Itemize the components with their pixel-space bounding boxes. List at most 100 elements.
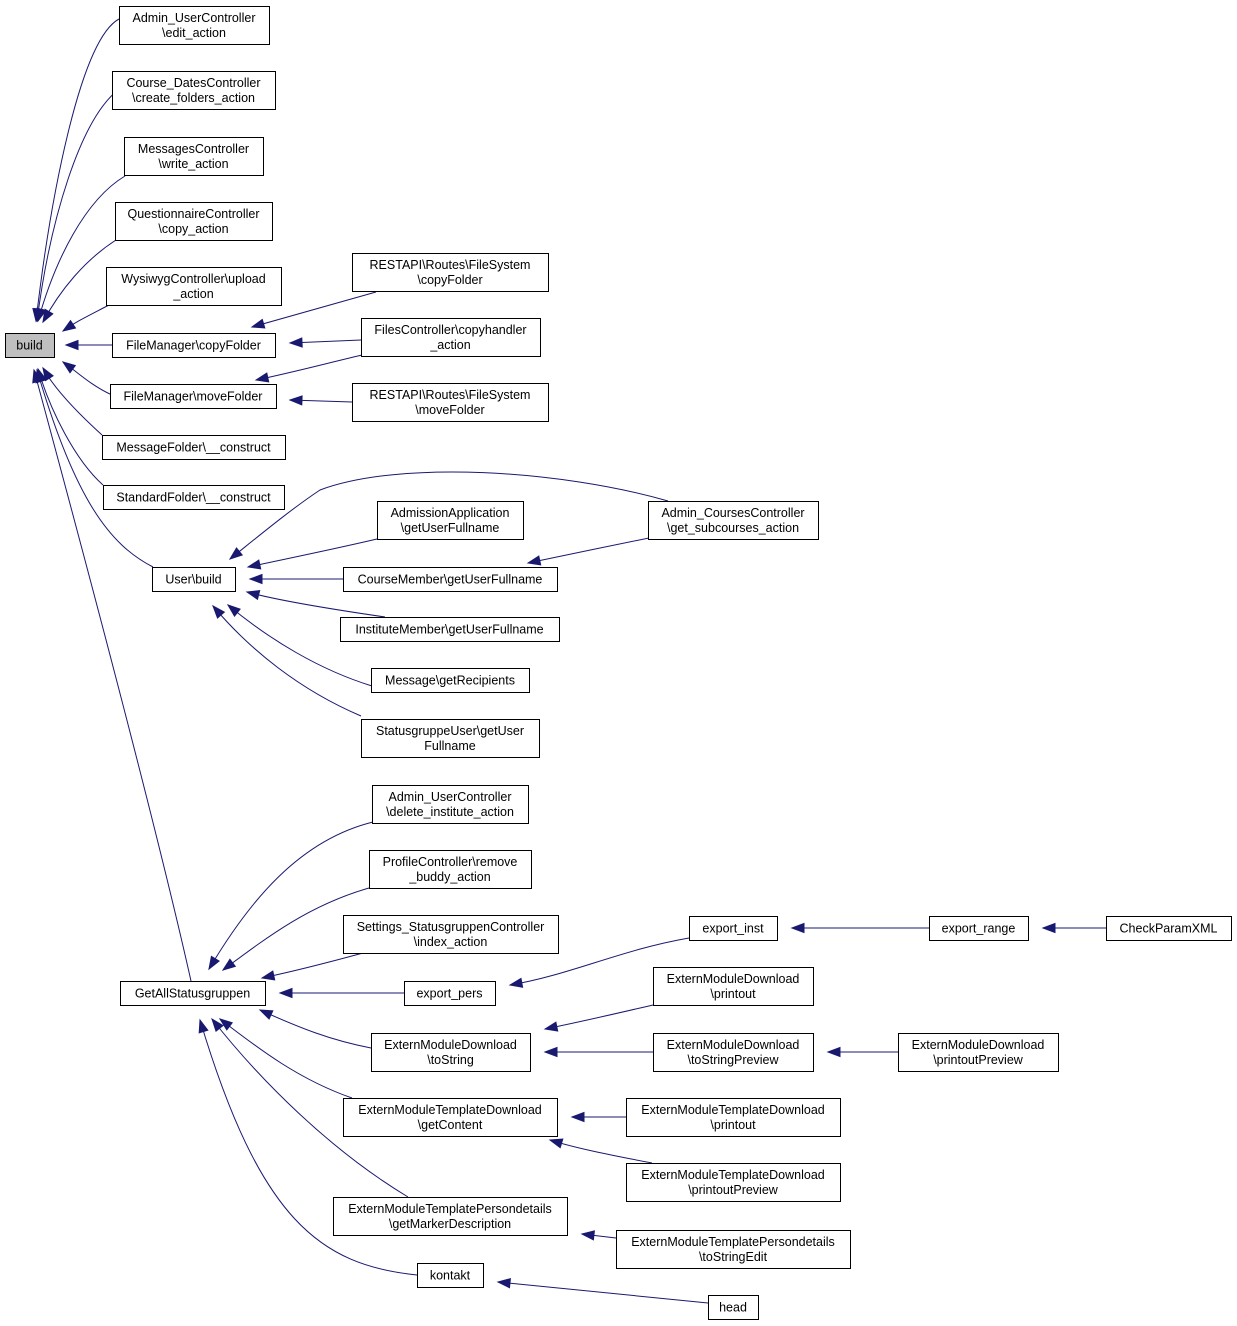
node-getall[interactable]: GetAllStatusgruppen (120, 981, 266, 1006)
node-box (417, 1263, 484, 1288)
node-emtp_tostringedit[interactable]: ExternModuleTemplatePersondetails\toStri… (616, 1230, 851, 1269)
arrowhead-statusgruppeuser-to-user_build (212, 604, 226, 619)
node-emtd_printoutpreview[interactable]: ExternModuleTemplateDownload\printoutPre… (626, 1163, 841, 1202)
node-build[interactable]: build (5, 333, 55, 358)
node-profile_remove[interactable]: ProfileController\remove_buddy_action (369, 850, 532, 889)
edge-admission-to-user_build (247, 538, 378, 568)
node-label-line: FilesController\copyhandler (374, 323, 526, 337)
node-box (648, 501, 819, 540)
node-emd_printout[interactable]: ExternModuleDownload\printout (653, 967, 814, 1006)
node-files_copyhandler[interactable]: FilesController\copyhandler_action (361, 318, 541, 357)
edge-messages_write-to-build (37, 175, 126, 322)
node-box (708, 1295, 759, 1320)
arrowhead-questionnaire_copy-to-build (42, 308, 54, 324)
node-label-line: \getUserFullname (401, 521, 500, 535)
node-statusgruppeuser[interactable]: StatusgruppeUser\getUserFullname (361, 719, 540, 758)
edge-emtp_getmarker-to-getall (211, 1018, 409, 1198)
node-messages_write[interactable]: MessagesController\write_action (124, 137, 264, 176)
edge-settings_status-to-getall (261, 952, 364, 979)
arrowhead-institutemember-to-user_build (245, 590, 261, 601)
node-kontakt[interactable]: kontakt (417, 1263, 484, 1288)
node-box (371, 1033, 531, 1072)
arrowhead-admin_user_delete-to-getall (208, 955, 220, 971)
node-box (103, 485, 285, 510)
node-emd_tostringpreview[interactable]: ExternModuleDownload\toStringPreview (653, 1033, 814, 1072)
node-label-line: StandardFolder\__construct (116, 491, 271, 505)
node-box (120, 981, 266, 1006)
node-admin_courses[interactable]: Admin_CoursesController\get_subcourses_a… (648, 501, 819, 540)
node-label-line: FileManager\moveFolder (124, 390, 263, 404)
node-box (377, 501, 524, 540)
node-label-line: CourseMember\getUserFullname (358, 573, 543, 587)
node-label-line: ExternModuleTemplatePersondetails (348, 1202, 552, 1216)
node-label-line: \index_action (414, 935, 488, 949)
node-course_dates[interactable]: Course_DatesController\create_folders_ac… (112, 71, 276, 110)
node-label-line: RESTAPI\Routes\FileSystem (370, 258, 531, 272)
node-box (1106, 916, 1232, 941)
node-stdfolder[interactable]: StandardFolder\__construct (103, 485, 285, 510)
node-label-line: _buddy_action (408, 870, 490, 884)
node-label-line: ExternModuleTemplateDownload (641, 1103, 824, 1117)
node-emd_printoutpreview[interactable]: ExternModuleDownload\printoutPreview (898, 1033, 1059, 1072)
node-box (404, 981, 496, 1006)
node-box (898, 1033, 1059, 1072)
node-settings_status[interactable]: Settings_StatusgruppenController\index_a… (343, 915, 559, 954)
node-emtd_printout[interactable]: ExternModuleTemplateDownload\printout (626, 1098, 841, 1137)
node-export_pers[interactable]: export_pers (404, 981, 496, 1006)
edge-emd_tostring-to-getall (259, 1009, 372, 1049)
node-coursemember[interactable]: CourseMember\getUserFullname (343, 567, 558, 592)
node-label-line: MessageFolder\__construct (116, 441, 271, 455)
node-label-line: ExternModuleDownload (667, 1038, 800, 1052)
edge-questionnaire_copy-to-build (42, 239, 117, 323)
node-emd_tostring[interactable]: ExternModuleDownload\toString (371, 1033, 531, 1072)
node-label-line: MessagesController (138, 142, 249, 156)
edge-getall-to-build (33, 369, 192, 982)
node-admission[interactable]: AdmissionApplication\getUserFullname (377, 501, 524, 540)
arrowhead-emtp_getmarker-to-getall (211, 1017, 224, 1033)
node-export_range[interactable]: export_range (929, 916, 1029, 941)
node-rest_copy[interactable]: RESTAPI\Routes\FileSystem\copyFolder (352, 253, 549, 292)
edge-emd_printout-to-emd_tostring (544, 1004, 654, 1030)
node-label-line: StatusgruppeUser\getUser (376, 724, 524, 738)
node-export_inst[interactable]: export_inst (689, 916, 778, 941)
node-head[interactable]: head (708, 1295, 759, 1320)
node-box (616, 1230, 851, 1269)
node-emtd_getcontent[interactable]: ExternModuleTemplateDownload\getContent (343, 1098, 558, 1137)
node-box (371, 668, 530, 693)
node-checkparam[interactable]: CheckParamXML (1106, 916, 1232, 941)
node-label-line: export_pers (416, 987, 482, 1001)
arrowhead-emd_tostring-to-getall (258, 1009, 274, 1020)
arrowhead-export_pers-to-getall (278, 987, 293, 999)
node-emtp_getmarker[interactable]: ExternModuleTemplatePersondetails\getMar… (333, 1197, 568, 1236)
arrowhead-admin_courses-to-user_build (228, 547, 244, 560)
node-fm_copy[interactable]: FileManager\copyFolder (112, 333, 276, 358)
node-label-line: Settings_StatusgruppenController (357, 920, 545, 934)
edge-admin_courses-to-user_build (229, 471, 669, 560)
node-box (124, 137, 264, 176)
node-label-line: \printoutPreview (933, 1053, 1024, 1067)
node-label-line: \write_action (158, 157, 228, 171)
node-message_recip[interactable]: Message\getRecipients (371, 668, 530, 693)
node-label-line: WysiwygController\upload (121, 272, 265, 286)
node-institutemember[interactable]: InstituteMember\getUserFullname (340, 617, 560, 642)
node-label-line: head (719, 1301, 747, 1315)
node-label-line: User\build (165, 573, 221, 587)
edge-admin_user_edit-to-build (35, 18, 120, 322)
arrowhead-head-to-kontakt (496, 1278, 511, 1289)
edge-institutemember-to-user_build (246, 591, 386, 618)
node-admin_user_edit[interactable]: Admin_UserController\edit_action (119, 6, 270, 45)
node-label-line: \printout (710, 1118, 756, 1132)
edge-files_copyhandler-to-fm_move (255, 354, 363, 381)
edge-head-to-kontakt (497, 1281, 709, 1304)
node-box (372, 785, 529, 824)
node-box (115, 202, 273, 241)
node-admin_user_delete[interactable]: Admin_UserController\delete_institute_ac… (372, 785, 529, 824)
node-msgfolder[interactable]: MessageFolder\__construct (102, 435, 286, 460)
node-user_build[interactable]: User\build (152, 567, 236, 592)
edge-statusgruppeuser-to-user_build (212, 605, 362, 717)
node-rest_move[interactable]: RESTAPI\Routes\FileSystem\moveFolder (352, 383, 549, 422)
node-wysiwyg_upload[interactable]: WysiwygController\upload_action (106, 267, 282, 306)
node-fm_move[interactable]: FileManager\moveFolder (110, 384, 277, 409)
edge-export_inst-to-export_pers (509, 937, 690, 986)
node-questionnaire_copy[interactable]: QuestionnaireController\copy_action (115, 202, 273, 241)
